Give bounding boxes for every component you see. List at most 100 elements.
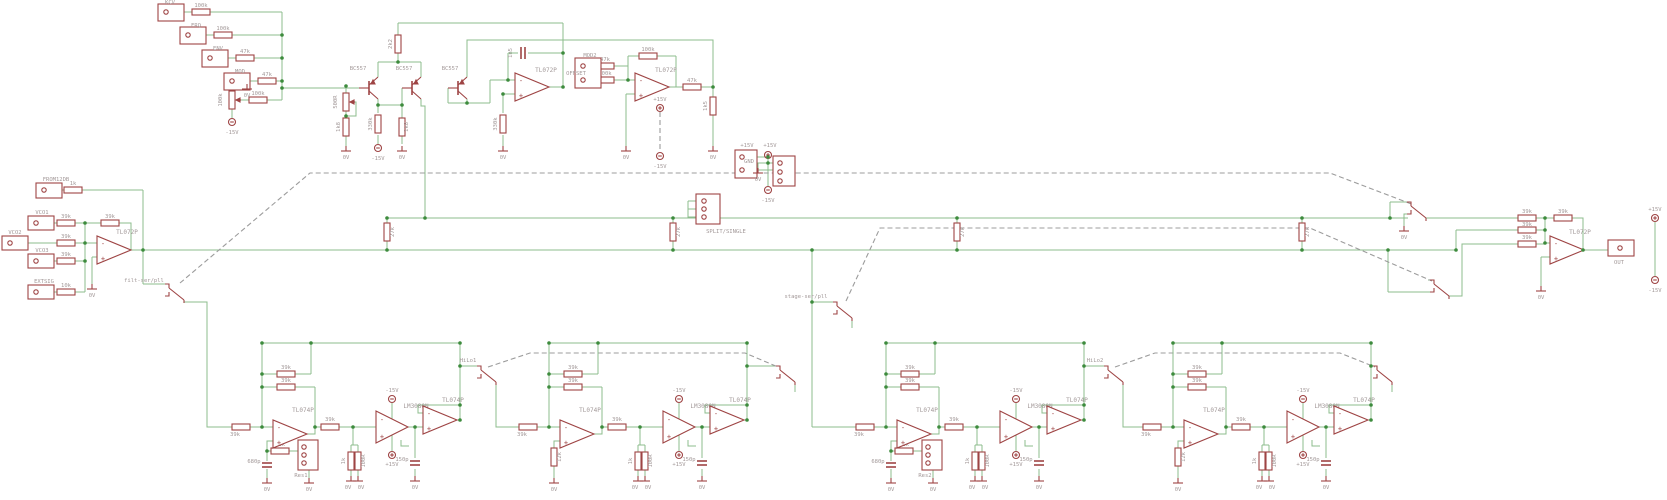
label: TL074P [729,397,751,404]
label: 0V [358,485,365,491]
resistor: 39k [1517,222,1537,234]
label: TL074P [1203,407,1225,414]
ground: 0V [886,478,896,493]
label: 39k [568,378,579,384]
label: TL074P [1353,397,1375,404]
junction-dot [413,425,417,429]
label: 0V [343,155,350,161]
junction-dot [745,341,749,345]
ground: 0V [87,284,97,299]
junction-dot [260,425,264,429]
junction-dot [1543,216,1547,220]
resistor: 39k [56,234,76,247]
ground: 0V [977,476,989,491]
resistor: 27k [383,222,396,242]
ground: 0V [498,146,508,161]
label: TL072P [1569,229,1591,236]
resistor: 39k [1231,417,1251,431]
label: VCO1 [35,210,48,216]
junction-dot [280,86,284,90]
label: 1k8 [404,122,410,132]
label: 150p [1306,457,1319,463]
label: 0V [345,485,352,491]
capacitor: 150p [1019,457,1044,466]
label: - [519,77,523,85]
label: - [1291,416,1295,424]
resistor: 100R [1265,451,1278,471]
label: HiLo1 [460,358,477,364]
junction-dot [423,216,427,220]
junction-dot [745,418,749,422]
label: 0V [699,485,706,491]
label: 39k [61,234,72,240]
junction-dot [280,56,284,60]
resistor: 39k [1553,209,1573,222]
label: +15V [385,462,399,468]
label: + [714,425,718,433]
resistor: 39k [563,378,583,391]
junction-dot [83,221,87,225]
resistor: 39k [276,365,296,378]
junction-dot [547,385,551,389]
label: LM3080N [1027,403,1053,410]
label: 39k [1192,365,1203,371]
resistor: 100k [638,47,658,60]
label: -15V [1009,388,1023,394]
label: Res2 [918,473,931,479]
label: 0V [1036,485,1043,491]
junction-dot [385,248,389,252]
label: BC557 [350,66,367,72]
connector: Res1 [294,439,319,479]
label: -15V [385,388,399,394]
label: 1n5 [508,48,514,58]
junction-dot [1171,341,1175,345]
junction-dot [141,248,145,252]
label: 100R [1272,454,1278,468]
resistor: 1k8 [336,117,350,137]
resistor: 2k2 [388,34,402,54]
resistor: 39k [517,423,538,438]
junction-dot [1082,341,1086,345]
filter-stage-3: 39k39k39k39k1k100R12k680pRes20V0V0V0V0V1… [854,342,1088,493]
label: 1k [965,457,971,464]
label: OFFSET [566,71,587,77]
switch: HiLo1 [460,358,497,385]
label: - [277,424,281,432]
label: +15V [1296,462,1310,468]
power-plus15v: +15V [653,97,667,113]
switch [1373,365,1393,385]
capacitor: 150p [1306,457,1331,466]
label: +15V [653,97,667,103]
ground: 0V [640,476,652,491]
junction-dot [458,403,462,407]
label: + [901,439,905,447]
junction-dot [1581,248,1585,252]
label: +15V [740,143,754,149]
junction-dot [561,51,565,55]
connector: KCV [157,0,185,22]
ota: -+LM3080N [999,403,1053,444]
label: -15V [225,130,239,136]
ota: -+LM3080N [375,403,429,444]
connector: MOD2 [574,53,602,89]
label: + [1051,425,1055,433]
junction-dot [1224,425,1228,429]
label: 39k [568,365,579,371]
power-plus15v: +15V [1648,207,1662,223]
connector: Res2 [918,439,943,479]
label: 27k [960,226,966,237]
label: EXTSIG [34,279,54,285]
resistor: 39k [1141,423,1162,438]
junction-dot [1082,403,1086,407]
resistor: 47k [257,72,277,85]
connector: ENV [201,46,229,68]
label: 0V [982,485,989,491]
connector [734,149,758,179]
ground: 0V [341,146,351,161]
junction-dot [351,425,355,429]
junction-dot [1082,418,1086,422]
label: 0V [1256,485,1263,491]
